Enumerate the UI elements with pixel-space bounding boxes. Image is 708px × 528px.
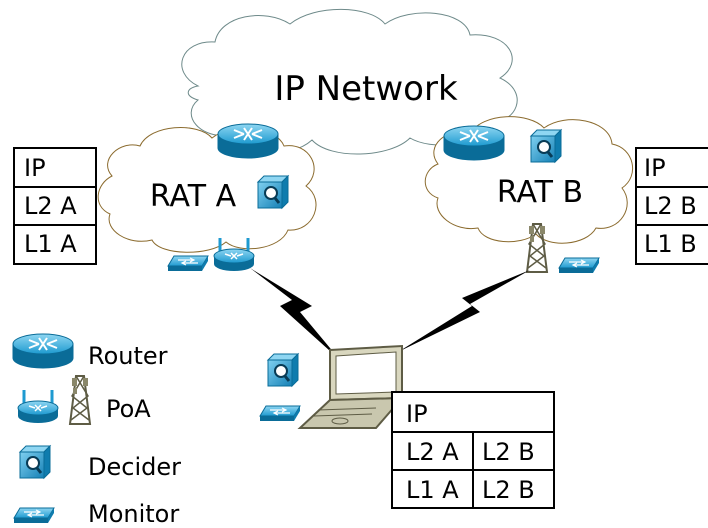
legend-decider-label: Decider [88,453,181,481]
rat-a-label: RAT A [150,179,237,214]
stack-a-table: IP L2 A L1 A [13,147,97,265]
stack-b-layer-3: IP [644,154,666,182]
poa-icon [16,388,60,425]
terminal-layer-l2b: L2 B [482,438,535,466]
ip-network-label: IP Network [274,69,458,109]
stack-a-layer-3: IP [24,154,46,182]
stack-b-layer-2: L2 B [644,192,697,220]
monitor-icon [13,507,55,524]
decider-icon [266,352,300,388]
terminal-layer-l1a: L1 A [406,476,459,504]
terminal-stack-table: IP L2 A L2 B L1 A L2 B [391,391,555,509]
lightning-icon [398,270,530,352]
legend-monitor-label: Monitor [88,500,179,528]
monitor-icon [259,405,301,422]
laptop-icon [297,344,405,429]
legend-router-label: Router [88,342,168,370]
lightning-icon [250,268,340,360]
monitor-icon [167,255,209,272]
decider-icon [18,444,52,480]
router-icon [12,333,74,369]
tower-icon [69,375,91,425]
router-icon [217,123,279,159]
legend-poa-label: PoA [106,395,151,423]
stack-b-layer-1: L1 B [644,230,697,258]
rat-a-cloud: RAT A [97,127,317,253]
terminal-layer-l2b-bottom: L2 B [482,476,535,504]
stack-b-table: IP L2 B L1 B [635,147,708,265]
router-icon [443,125,505,161]
tower-icon [526,223,548,273]
terminal-layer-l2a: L2 A [406,438,459,466]
stack-a-layer-1: L1 A [24,230,77,258]
terminal-layer-ip: IP [406,400,428,428]
decider-icon [256,174,290,210]
ip-network-cloud: IP Network [181,8,518,155]
stack-a-layer-2: L2 A [24,192,77,220]
monitor-icon [558,257,600,274]
legend: Router PoA Decider Monitor [12,333,181,528]
rat-b-label: RAT B [497,175,583,210]
decider-icon [529,128,563,164]
